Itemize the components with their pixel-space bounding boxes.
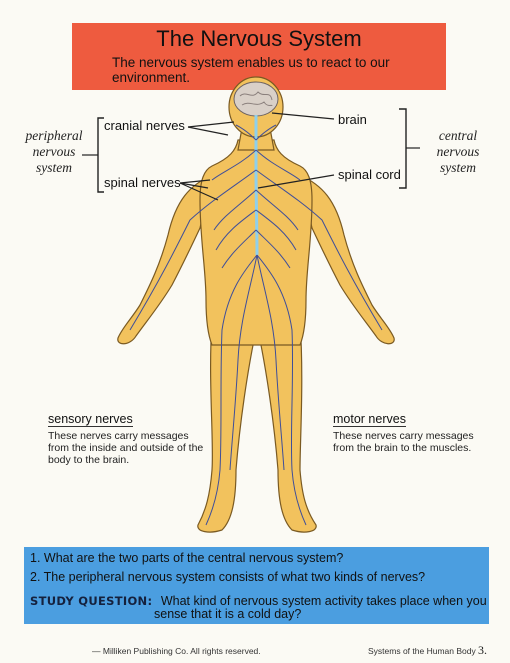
question-2: 2. The peripheral nervous system consist… [30,570,426,584]
page-subtitle: The nervous system enables us to react t… [112,55,390,85]
brain-label: brain [338,112,367,127]
spinal-cord-shape [254,115,259,256]
motor-nerves-heading: motor nerves [333,412,406,427]
sensory-nerves-description: These nerves carry messages from the ins… [48,430,204,466]
spinal-cord-label: spinal cord [338,167,401,182]
study-question-line1: What kind of nervous system activity tak… [160,594,487,608]
questions-box [24,547,489,624]
page-title: The Nervous System [156,26,362,51]
spinal-nerves-label: spinal nerves [104,175,181,190]
cranial-nerves-label: cranial nerves [104,118,185,133]
book-title: Systems of the Human Body [368,646,476,656]
central-nervous-system-label: central nervous system [436,128,480,175]
study-question-line2: sense that it is a cold day? [154,607,302,621]
peripheral-nervous-system-label: peripheral nervous system [25,128,83,175]
nerve-network [129,124,383,526]
study-question-label: STUDY QUESTION: [30,594,153,608]
motor-nerves-description: These nerves carry messages from the bra… [333,430,474,454]
study-question: STUDY QUESTION: What kind of nervous sys… [30,592,487,610]
page-number: 3. [478,643,487,657]
sensory-nerves-heading: sensory nerves [48,412,133,427]
question-1: 1. What are the two parts of the central… [30,551,344,565]
publisher-credit: — Milliken Publishing Co. All rights res… [92,646,261,656]
